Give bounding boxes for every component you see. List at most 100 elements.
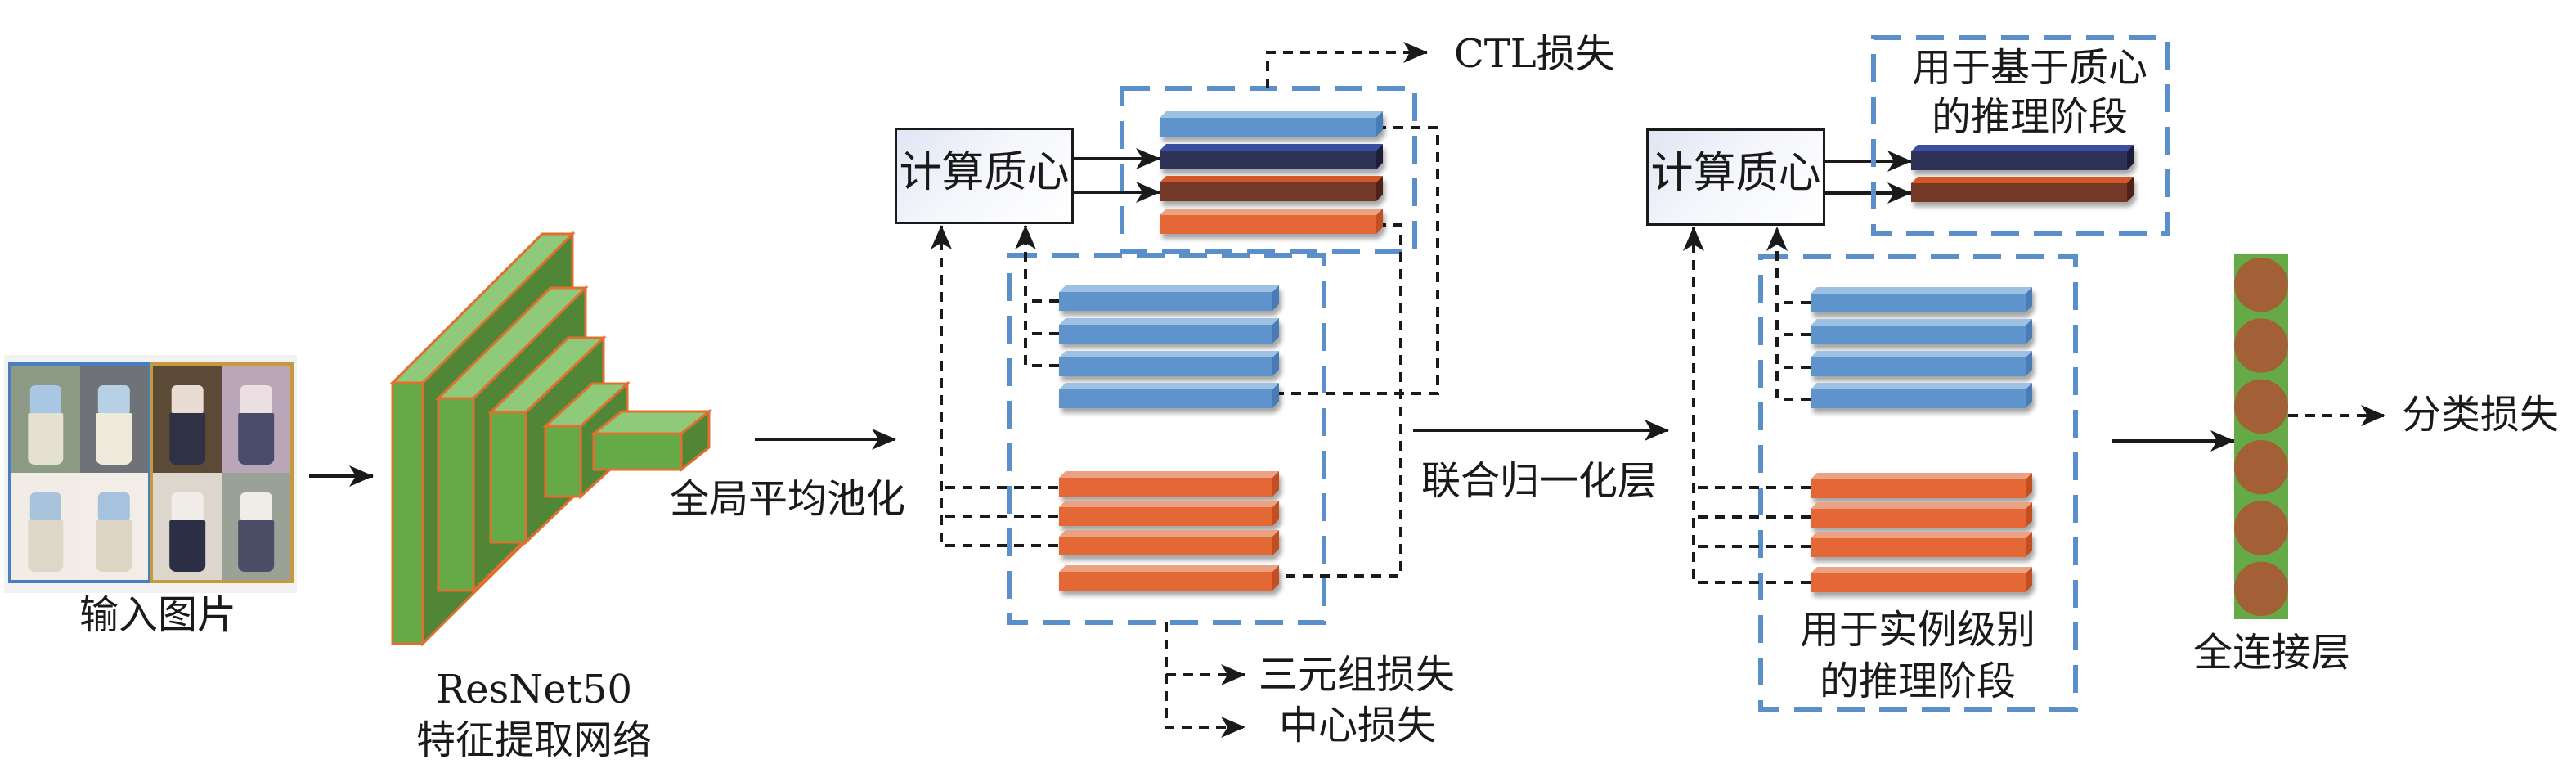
input-photo: [11, 366, 80, 473]
ctl-loss-connector: [1266, 42, 1428, 88]
bar-front-face: [1059, 572, 1272, 591]
stage1-centroid-box: 计算质心: [895, 128, 1074, 224]
bar-top-face: [1160, 144, 1383, 151]
stage2-blue-to-centroid: [1766, 227, 1811, 401]
triplet-loss-connector: [1165, 622, 1245, 738]
bar-top-face: [1811, 287, 2032, 294]
stage1-instance-bar-light-blue: [1059, 383, 1279, 408]
stage2-instance-bar-orange: [1811, 473, 2032, 498]
input-photo: [79, 473, 148, 580]
fc-neuron: [2234, 501, 2288, 555]
fc-label: 全连接层: [2192, 630, 2351, 676]
stage1-blue-to-centroid: [1015, 225, 1059, 367]
stage1-instance-bar-light-blue: [1059, 318, 1279, 344]
bar-side-face: [2026, 287, 2032, 312]
centroid-inference-label-line1: 用于基于质心: [1911, 45, 2148, 91]
resnet-block: [590, 408, 713, 473]
stage1-centroid-orange-to-orange4: [1275, 223, 1402, 578]
bar-front-face: [1059, 325, 1272, 344]
stage2-centroid-box: 计算质心: [1646, 128, 1825, 226]
bar-top-face: [1160, 209, 1383, 215]
bar-side-face: [1272, 351, 1279, 376]
resnet-backbone: [389, 231, 713, 647]
bar-front-face: [1811, 509, 2026, 528]
flow-arrows: [309, 148, 2235, 487]
backbone-subtitle: 特征提取网络: [415, 717, 653, 763]
bar-front-face: [1911, 151, 2127, 170]
photo-garment-top: [98, 384, 130, 413]
bar-side-face: [1272, 471, 1279, 497]
bar-side-face: [1272, 501, 1279, 526]
bar-top-face: [1811, 502, 2032, 509]
input-images-label: 输入图片: [79, 592, 237, 638]
input-photo: [222, 473, 290, 580]
bar-side-face: [2026, 473, 2032, 498]
bar-side-face: [1376, 209, 1383, 234]
stage1-centroid-blue-to-blue4: [1274, 126, 1439, 395]
bar-front-face: [1059, 478, 1272, 497]
stage2-instance-bar-orange: [1811, 502, 2032, 528]
centroid-inference-label-line2: 的推理阶段: [1931, 94, 2129, 140]
bar-side-face: [2026, 567, 2032, 592]
bar-front-face: [1059, 537, 1272, 555]
input-images-panel: [4, 355, 297, 593]
bar-side-face: [1272, 530, 1279, 555]
backbone-name: ResNet50: [436, 667, 632, 712]
bar-side-face: [1376, 176, 1383, 201]
bar-top-face: [1059, 565, 1279, 572]
fc-neuron: [2234, 258, 2288, 312]
bar-top-face: [1059, 318, 1279, 325]
stage1-centroid-bar-brown: [1160, 176, 1383, 201]
stage2-instance-bar-orange: [1811, 567, 2032, 592]
bar-front-face: [1160, 151, 1376, 169]
bar-top-face: [1811, 567, 2032, 573]
photo-garment-top: [98, 492, 130, 520]
bar-top-face: [1059, 383, 1279, 389]
bar-front-face: [1160, 215, 1376, 234]
bar-top-face: [1911, 145, 2134, 151]
stage2-instance-bar-light-blue: [1811, 287, 2032, 312]
bar-top-face: [1059, 530, 1279, 537]
stage2-centroid-group-box: [1871, 35, 2170, 236]
bn-label: 联合归一化层: [1421, 458, 1658, 504]
feature-bars: [1059, 111, 2134, 592]
photo-garment-bottom: [238, 412, 274, 465]
bar-front-face: [1160, 118, 1376, 137]
photo-garment-bottom: [28, 519, 64, 572]
bar-front-face: [1059, 292, 1272, 311]
fc-neuron: [2234, 440, 2288, 495]
photo-garment-bottom: [96, 519, 132, 572]
photo-garment-bottom: [169, 519, 205, 572]
photo-garment-bottom: [238, 519, 274, 572]
stage1-instance-bar-light-blue: [1059, 285, 1279, 311]
bar-side-face: [1376, 111, 1383, 137]
photo-garment-top: [171, 492, 204, 520]
input-photo: [11, 473, 80, 580]
center-loss-label: 中心损失: [1279, 703, 1437, 748]
bar-side-face: [2026, 532, 2032, 557]
photo-garment-bottom: [96, 412, 132, 465]
bar-front-face: [1811, 538, 2026, 557]
stage1-instance-bar-orange: [1059, 471, 1279, 497]
photo-garment-top: [171, 384, 204, 413]
fc-neuron: [2234, 318, 2288, 373]
bar-front-face: [1160, 182, 1376, 201]
bar-top-face: [1811, 351, 2032, 357]
stage1-centroid-box-label: 计算质心: [899, 147, 1070, 197]
bar-front-face: [1911, 183, 2127, 202]
resnet-block-front: [391, 381, 424, 645]
photo-garment-top: [240, 384, 272, 413]
bar-front-face: [1811, 294, 2026, 312]
stage1-centroid-bar-navy: [1160, 144, 1383, 169]
bar-front-face: [1059, 357, 1272, 376]
stage1-instance-bar-orange: [1059, 530, 1279, 555]
input-photo: [153, 473, 222, 580]
resnet-block-front: [592, 432, 683, 471]
bar-side-face: [1272, 318, 1279, 344]
stage2-instance-bar-orange: [1811, 532, 2032, 557]
bar-top-face: [1059, 351, 1279, 357]
bar-side-face: [2127, 177, 2134, 202]
stage1-instance-bar-orange: [1059, 501, 1279, 526]
bar-top-face: [1059, 285, 1279, 292]
instance-inference-label-line2: 的推理阶段: [1819, 658, 2017, 704]
